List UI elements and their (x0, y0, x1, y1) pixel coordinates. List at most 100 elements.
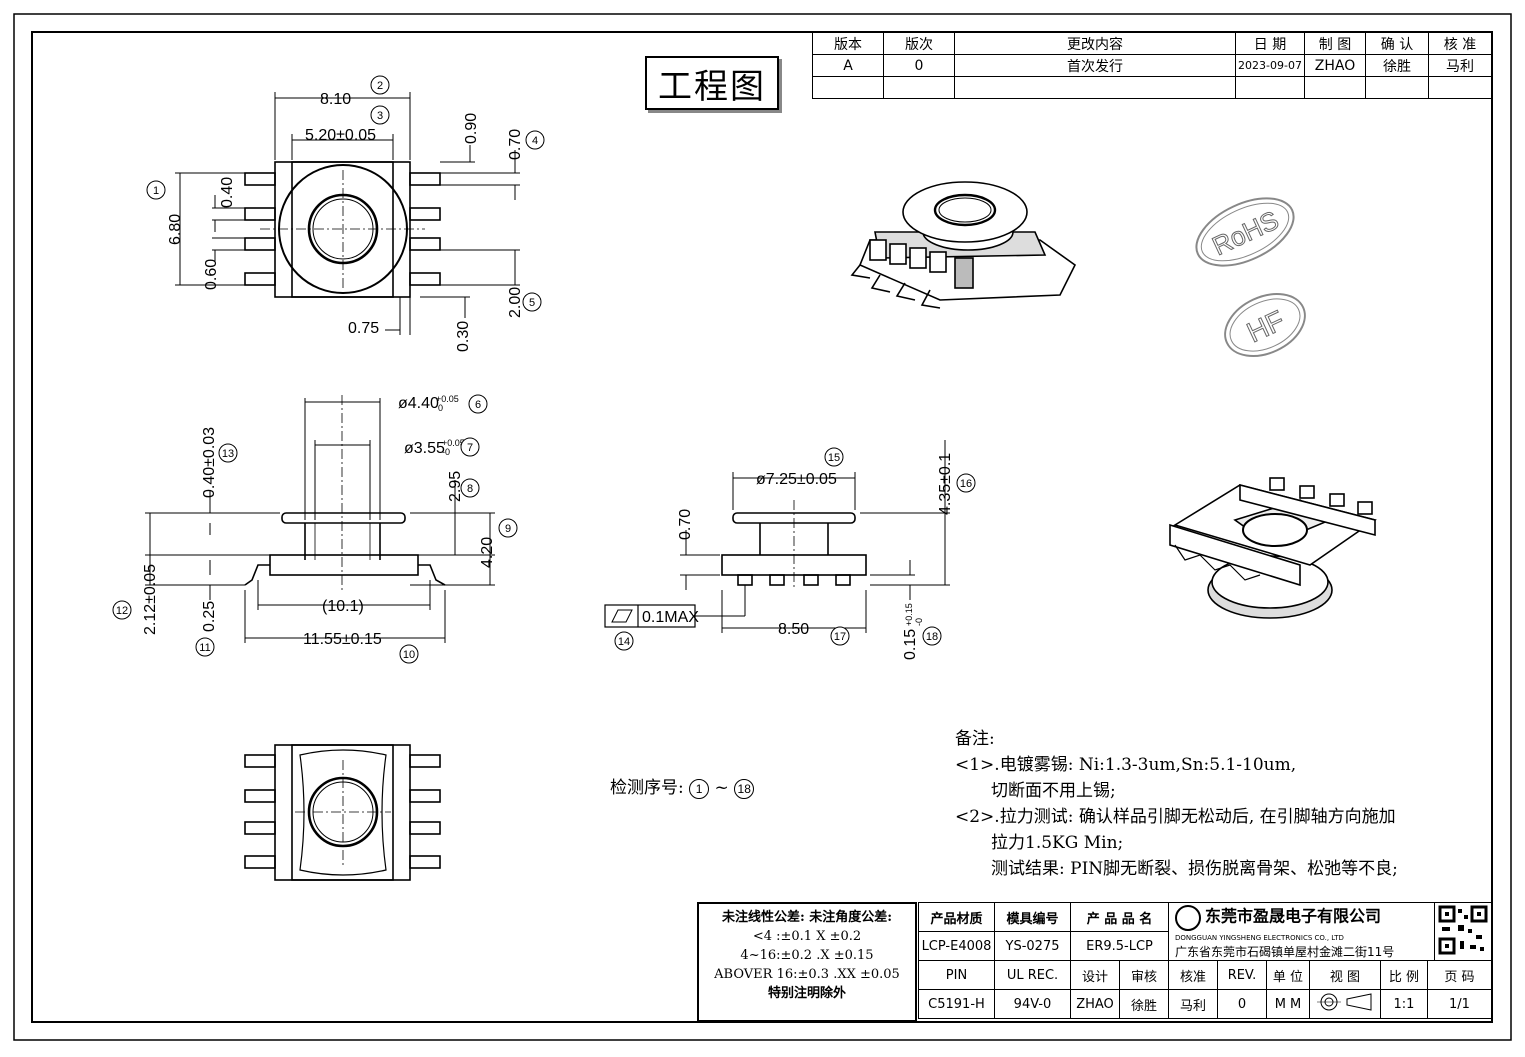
svg-text:18: 18 (926, 631, 938, 643)
val-material: LCP-E4008 (918, 931, 995, 961)
svg-text:3: 3 (377, 110, 383, 122)
dim-2-12: 2.12±0.05 (142, 564, 159, 635)
note-line: 切断面不用上锡; (991, 781, 1116, 801)
qr-code-icon (1434, 902, 1492, 961)
rev-empty-cell (1235, 76, 1305, 99)
svg-text:2: 2 (377, 80, 383, 92)
dim-phi-4-40-tol: +0.05 (436, 394, 459, 404)
company-name-cn: 东莞市盈晟电子有限公司 (1205, 906, 1382, 925)
dim-phi-4-40-tol2: 0 (438, 403, 443, 413)
val-scale: 1:1 (1380, 989, 1428, 1019)
rev-empty-cell (1365, 76, 1429, 99)
hdr-scale: 比 例 (1380, 960, 1428, 990)
rev-cell: ZHAO (1304, 54, 1366, 77)
dim-0-40: 0.40 (219, 177, 236, 208)
val-approve: 马利 (1168, 989, 1218, 1019)
projection-symbol-icon (1309, 989, 1381, 1019)
val-name: ER9.5-LCP (1070, 931, 1169, 961)
company-address: 广东省东莞市石碣镇单屋村金滩二街11号 (1175, 944, 1395, 959)
balloon-1: 1 (146, 180, 166, 200)
notes-title: 备注: (955, 729, 995, 749)
inspect-label: 检测序号: (610, 778, 684, 798)
front-view (145, 395, 495, 643)
front-view-labels: ø4.40 +0.05 0 ø3.55 +0.05 -0 0.40±0.03 2… (142, 394, 496, 648)
rev-empty-cell (1304, 76, 1366, 99)
company-name-en: DONGGUAN YINGSHENG ELECTRONICS CO., LTD (1175, 933, 1344, 942)
val-unit: M M (1266, 989, 1310, 1019)
svg-text:12: 12 (116, 605, 128, 617)
rev-header: 版次 (883, 32, 955, 55)
dim-0-75: 0.75 (348, 320, 379, 337)
tolerance-line: <4 :±0.1 X ±0.2 (752, 929, 862, 944)
iso-view-bottom (1169, 477, 1377, 619)
notes-block: 备注: <1>.电镀雾锡: Ni:1.3-3um,Sn:5.1-10um, 切断… (955, 726, 1398, 882)
hf-mark: HF (1224, 293, 1306, 357)
dim-phi-4-40: ø4.40 (398, 395, 439, 412)
company-block: 东莞市盈晟电子有限公司 DONGGUAN YINGSHENG ELECTRONI… (1168, 902, 1435, 961)
dim-phi-3-55-tol: +0.05 (442, 438, 465, 448)
rev-cell: A (812, 54, 884, 77)
rev-cell: 0 (883, 54, 955, 77)
tolerance-line: 4~16:±0.2 .X ±0.15 (740, 948, 874, 963)
hdr-material: 产品材质 (918, 902, 995, 932)
rev-header: 核 准 (1428, 32, 1492, 55)
rev-cell: 徐胜 (1365, 54, 1429, 77)
rev-empty-cell (954, 76, 1236, 99)
drawing-title: 工程图 (645, 56, 779, 110)
balloon-14: 14 (614, 631, 634, 651)
hdr-approve: 核准 (1168, 960, 1218, 990)
dim-0-40-03: 0.40±0.03 (201, 427, 218, 498)
note-line: 拉力1.5KG Min; (991, 833, 1124, 853)
svg-text:1: 1 (153, 185, 159, 197)
tolerance-line: 特别注明除外 (767, 986, 846, 1001)
svg-text:17: 17 (834, 631, 846, 643)
rev-cell: 首次发行 (954, 54, 1236, 77)
dim-flatness: 0.1MAX (642, 609, 699, 626)
outer-frame (13, 13, 1512, 1041)
svg-text:5: 5 (529, 297, 535, 309)
balloon-12: 12 (112, 600, 132, 620)
val-design: ZHAO (1070, 989, 1120, 1019)
balloon-6: 6 (468, 394, 488, 414)
balloon-11: 11 (195, 637, 215, 657)
hdr-ul: UL REC. (994, 960, 1071, 990)
dim-11-55: 11.55±0.15 (303, 631, 382, 648)
dim-6-80: 6.80 (167, 214, 184, 245)
dim-0-70b: 0.70 (677, 509, 694, 540)
rev-header: 确 认 (1365, 32, 1429, 55)
rev-header: 版本 (812, 32, 884, 55)
dim-0-30: 0.30 (455, 321, 472, 352)
title-block-table: 产品材质 模具编号 产 品 品 名 东莞市盈晟电子有限公司 DONGGUAN Y… (918, 902, 1492, 1019)
tolerance-heading: 未注线性公差: 未注角度公差: (721, 910, 893, 925)
rev-cell: 马利 (1428, 54, 1492, 77)
hdr-rev: REV. (1217, 960, 1267, 990)
bottom-view (244, 744, 441, 881)
hdr-design: 设计 (1070, 960, 1120, 990)
balloon-7: 7 (460, 437, 480, 457)
inspection-sequence: 检测序号: 1 ~ 18 (610, 773, 755, 799)
balloon-2: 2 (370, 75, 390, 95)
svg-text:8: 8 (467, 483, 473, 495)
dim-0-70: 0.70 (507, 129, 524, 160)
dim-0-15: 0.15 (902, 629, 919, 660)
dim-4-20: 4.20 (479, 537, 496, 568)
balloon-13: 13 (218, 443, 238, 463)
rev-header: 日 期 (1235, 32, 1305, 55)
tolerance-line: ABOVER 16:±0.3 .XX ±0.05 (714, 967, 900, 982)
balloon-8: 8 (460, 478, 480, 498)
balloon-5: 5 (522, 292, 542, 312)
inner-frame (31, 31, 1493, 1023)
rev-header: 制 图 (1304, 32, 1366, 55)
svg-text:15: 15 (828, 452, 840, 464)
tolerance-box: 未注线性公差: 未注角度公差: <4 :±0.1 X ±0.2 4~16:±0.… (697, 902, 917, 1022)
hdr-mold: 模具编号 (994, 902, 1071, 932)
dim-4-35: 4.35±0.1 (937, 453, 954, 515)
balloon-16: 16 (956, 473, 976, 493)
top-view (175, 92, 520, 335)
dim-0-15-tol: +0.15 (904, 603, 914, 626)
side-view-labels: ø7.25±0.05 4.35±0.1 0.70 0.1MAX 8.50 0.1… (642, 453, 954, 660)
inspect-to: 18 (734, 778, 755, 799)
val-page: 1/1 (1427, 989, 1492, 1019)
